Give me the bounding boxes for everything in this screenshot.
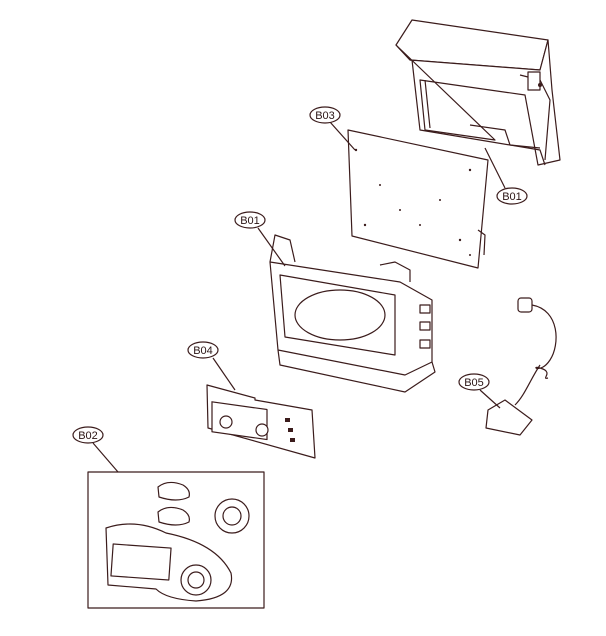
front-panel-kit	[87, 471, 265, 609]
main-pcb	[347, 129, 489, 269]
callout-label: B01	[502, 191, 522, 203]
callout-label: B04	[193, 345, 213, 357]
callout-label: B01	[240, 215, 260, 227]
control-box-cover	[395, 19, 561, 166]
callout-b04: B04	[187, 341, 219, 359]
callout-label: B02	[78, 430, 98, 442]
display-pcb	[206, 384, 316, 459]
control-box-frame	[269, 234, 436, 393]
sensor-cable	[485, 297, 557, 436]
callout-b01-top: B01	[496, 187, 528, 205]
callout-b02: B02	[72, 426, 104, 444]
callout-label: B05	[464, 377, 484, 389]
callout-b05: B05	[458, 373, 490, 391]
callout-label: B03	[315, 110, 335, 122]
leader-lines	[92, 121, 506, 473]
callout-b01-mid: B01	[234, 211, 266, 229]
callout-b03: B03	[309, 106, 341, 124]
